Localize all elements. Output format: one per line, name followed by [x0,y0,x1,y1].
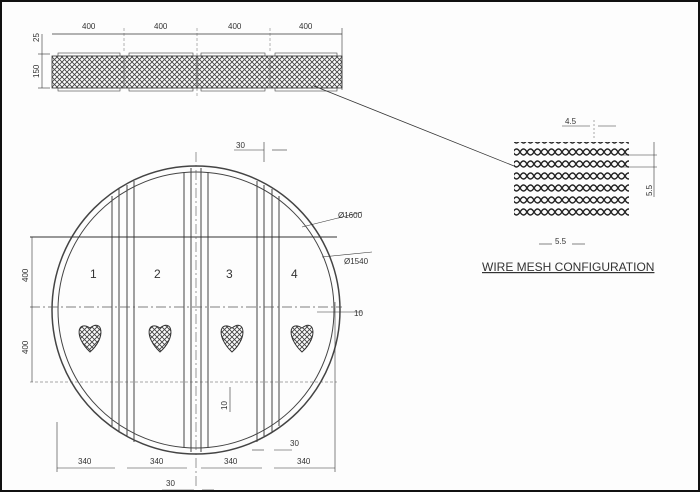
top-height-150: 150 [32,64,41,78]
gap-center-10: 10 [220,401,229,410]
inner-diameter: Ø1540 [344,257,369,266]
top-width-2: 400 [154,22,168,31]
detail-leader-line [313,85,515,167]
bar-width-bottom-center: 30 [166,479,175,488]
bar-width-top: 30 [236,141,245,150]
top-width-1: 400 [82,22,96,31]
panel-width-4: 340 [297,457,311,466]
bar-width-bottom-right: 30 [290,439,299,448]
top-width-3: 400 [228,22,242,31]
panel-3-label: 3 [226,267,233,281]
panel-width-1: 340 [78,457,92,466]
panel-4-label: 4 [291,267,298,281]
top-height-25: 25 [32,33,41,42]
row-height-2: 400 [21,340,30,354]
top-view: 400 400 400 400 25 150 [32,22,343,97]
gap-right-10: 10 [354,309,363,318]
panel-2-label: 2 [154,267,161,281]
mesh-dim-5-5-horizontal: 5.5 [555,237,567,246]
heart-hole-4 [290,324,314,353]
plan-view: 30 Ø1600 Ø1540 1 2 3 4 10 10 400 400 340… [21,141,373,490]
heart-hole-3 [220,324,244,353]
mesh-dim-4-5: 4.5 [565,117,577,126]
panel-width-2: 340 [150,457,164,466]
panel-1-label: 1 [90,267,97,281]
panel-width-3: 340 [224,457,238,466]
heart-hole-2 [148,324,172,353]
outer-diameter: Ø1600 [338,211,363,220]
top-width-4: 400 [299,22,313,31]
mesh-dim-5-5-vertical: 5.5 [645,184,654,196]
row-height-1: 400 [21,268,30,282]
mesh-title: WIRE MESH CONFIGURATION [482,260,654,274]
heart-hole-1 [78,324,102,353]
wire-mesh-detail: 4.5 5.5 5.5 WIRE MESH CONFIGURATION [482,117,657,274]
